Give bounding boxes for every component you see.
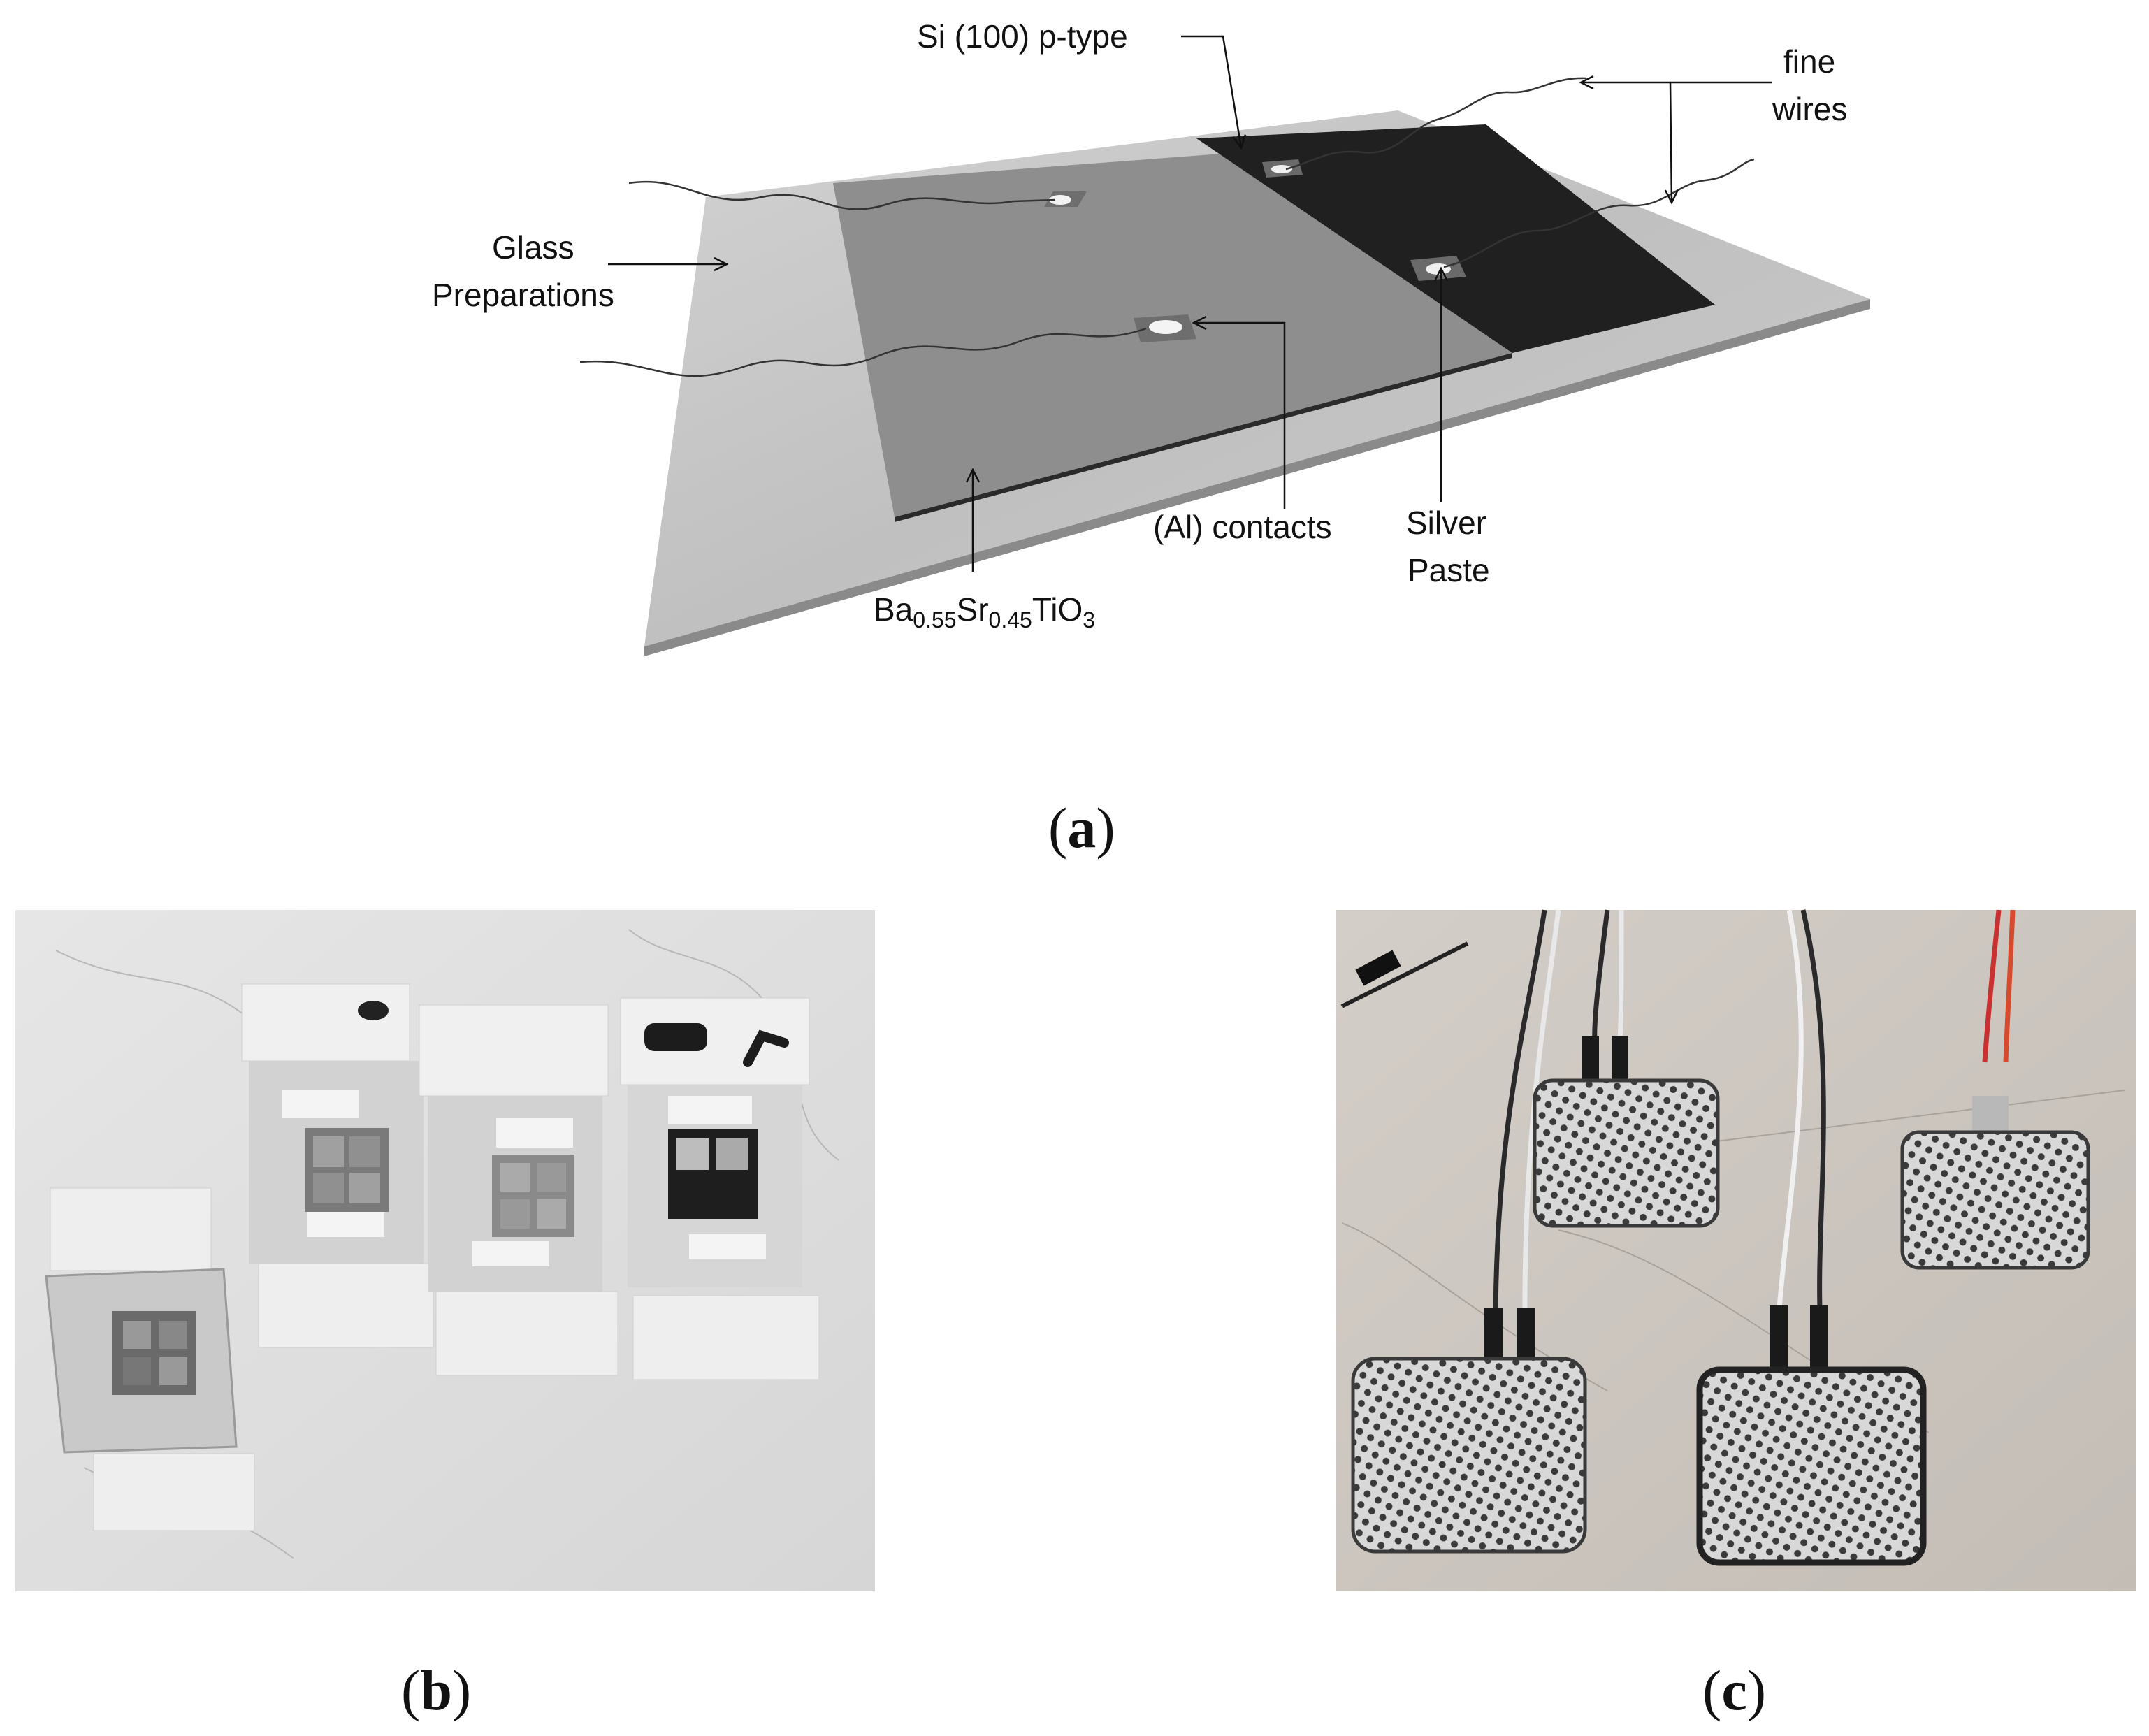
panel-c-photo: (c) <box>1336 909 2136 1722</box>
silver-paste-contact <box>1410 256 1466 281</box>
si-substrate <box>1196 124 1715 353</box>
label-glass-2: Preparations <box>432 277 614 313</box>
sample-4 <box>620 997 820 1380</box>
callouts <box>608 35 1772 572</box>
label-silver-1: Silver <box>1406 505 1486 541</box>
sensor-pad-top-center <box>1533 1078 1720 1228</box>
label-fine-wires-2: wires <box>1772 91 1847 127</box>
label-fine-wires-1: fine <box>1783 43 1835 80</box>
sensor-pad-top-right <box>1900 1130 2090 1270</box>
sensor-wires <box>1493 909 2016 1329</box>
sensor-pad-bottom-center <box>1696 1366 1927 1566</box>
panel-a-schematic: Si (100) p-type fine wires Glass Prepara… <box>432 18 1870 860</box>
sample-1 <box>45 1187 255 1531</box>
label-al-contacts: (Al) contacts <box>1153 509 1332 545</box>
bst-film-edge <box>895 353 1512 522</box>
sample-2 <box>241 983 434 1348</box>
sensor-pins <box>1484 1036 2009 1373</box>
caption-a: (a) <box>1048 796 1115 860</box>
connector-plug <box>1340 941 1469 1008</box>
sensor-pad-bottom-left <box>1351 1357 1587 1554</box>
al-contact-left-top <box>1044 191 1087 207</box>
panel-b-photo: (b) <box>15 910 875 1722</box>
label-si-substrate: Si (100) p-type <box>917 18 1128 55</box>
glass-slide-edge <box>644 299 1870 656</box>
al-contact-si-top <box>1262 159 1303 178</box>
al-contact-center <box>1134 314 1196 342</box>
sample-3 <box>419 1004 618 1376</box>
caption-c: (c) <box>1702 1658 1766 1722</box>
label-glass-1: Glass <box>492 229 574 266</box>
label-silver-2: Paste <box>1408 552 1490 588</box>
caption-b: (b) <box>401 1658 471 1722</box>
fine-wires <box>579 77 1755 377</box>
label-bst-formula: Ba0.55Sr0.45TiO3 <box>874 591 1095 632</box>
